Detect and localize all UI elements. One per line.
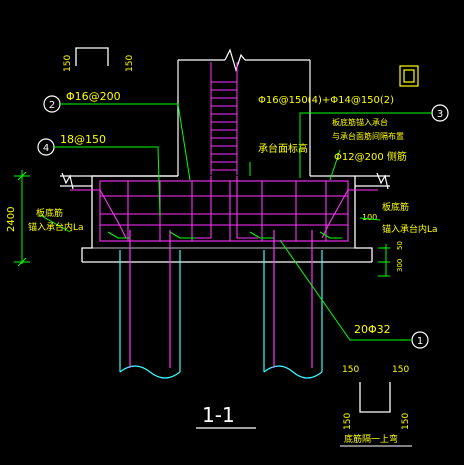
dim-150-e: 150 — [343, 413, 353, 430]
bottom-u-detail: 150 150 150 150 底筋隔一上弯 — [340, 365, 412, 447]
note-cap-top-elev: 承台面标高 — [258, 142, 308, 155]
dim-150-f: 150 — [401, 413, 411, 430]
dim-150-c: 150 — [342, 365, 359, 375]
dim-50: 50 — [396, 241, 404, 250]
dim-2400-label: 2400 — [6, 207, 17, 232]
top-right-detail — [399, 65, 419, 87]
bottom-bent-bars — [107, 231, 342, 239]
note-left-slab-2: 锚入承台内La — [28, 221, 84, 233]
dim-150-b: 150 — [125, 55, 135, 72]
section-title: 1-1 — [202, 403, 235, 427]
svg-text:3: 3 — [437, 109, 443, 120]
svg-text:1: 1 — [417, 336, 423, 347]
label-18-150: 18@150 — [60, 133, 106, 146]
dim-150-a: 150 — [63, 55, 73, 72]
note-cap-line2: 与承台面筋间隔布置 — [332, 131, 404, 141]
label-20phi32: 20Φ32 — [354, 323, 391, 336]
dim-2400 — [14, 170, 30, 267]
note-cap-line1: 板底筋锚入承台 — [332, 117, 388, 127]
dim-100: 100 — [362, 213, 377, 222]
pile-cap — [81, 175, 373, 263]
label-phi16-200: Φ16@200 — [66, 90, 121, 103]
column — [177, 48, 311, 176]
label-side-face: Φ12@200 侧筋 — [334, 150, 407, 163]
cap-rebar-cage — [70, 176, 378, 242]
right-dims — [378, 244, 390, 277]
note-bottom-mesh: 底筋隔一上弯 — [344, 433, 398, 445]
top-detail-u-bar: 150 150 — [63, 47, 135, 72]
leaders — [39, 103, 432, 341]
callout-3: 3 — [431, 104, 449, 122]
svg-text:2: 2 — [49, 100, 55, 111]
note-left-slab-1: 板底筋 — [36, 207, 63, 219]
callout-1: 1 — [411, 331, 429, 349]
piles — [119, 230, 323, 379]
callout-2: 2 — [43, 95, 61, 113]
callout-4: 4 — [37, 138, 55, 156]
note-right-slab-1: 板底筋 — [382, 201, 409, 213]
svg-text:4: 4 — [43, 143, 49, 154]
note-right-slab-2: 锚入承台内La — [382, 223, 438, 235]
dim-300: 300 — [396, 259, 404, 272]
label-top-mat: Φ16@150(4)+Φ14@150(2) — [258, 95, 394, 106]
dim-150-d: 150 — [392, 365, 409, 375]
